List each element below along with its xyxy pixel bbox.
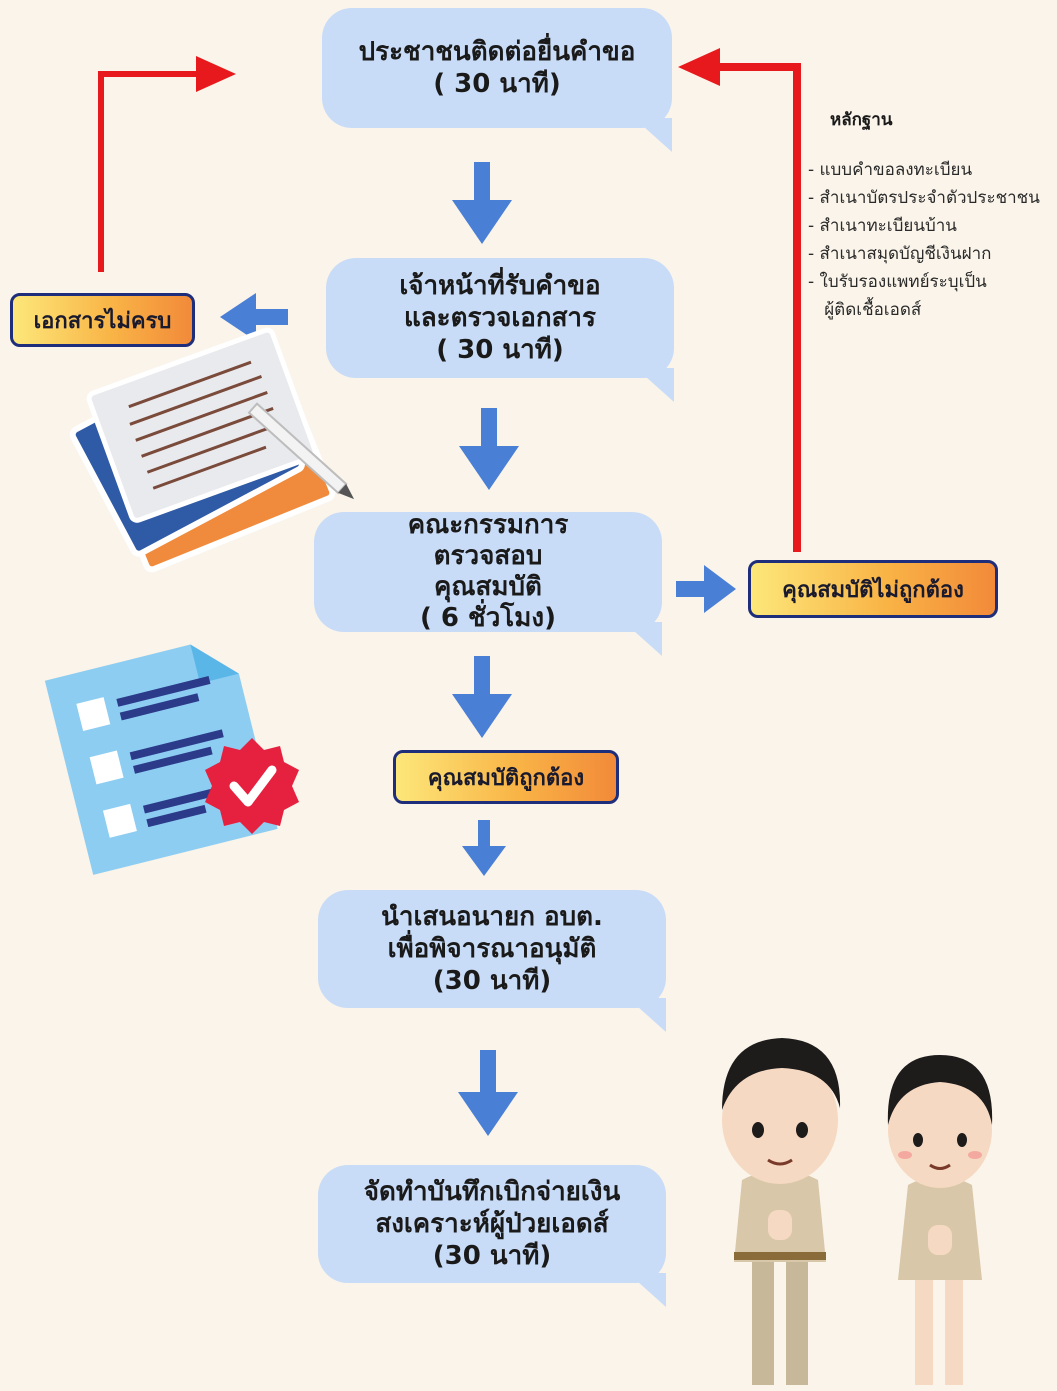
- step-disbursement: จัดทำบันทึกเบิกจ่ายเงิน สงเคราะห์ผู้ป่วย…: [318, 1165, 666, 1307]
- step-line: ประชาชนติดต่อยื่นคำขอ: [358, 37, 636, 67]
- return-arrow-not-qualified: [716, 63, 801, 552]
- step-propose-approval: นำเสนอนายก อบต. เพื่อพิจารณาอนุมัติ (30 …: [318, 890, 666, 1032]
- step-line: เจ้าหน้าที่รับคำขอ: [399, 271, 601, 301]
- step-submit-request: ประชาชนติดต่อยื่นคำขอ ( 30 นาที): [322, 8, 672, 152]
- evidence-item: ผู้ติดเชื้อเอดส์: [808, 300, 922, 320]
- evidence-item: - สำเนาบัตรประจำตัวประชาชน: [808, 188, 1040, 208]
- evidence-title: หลักฐาน: [830, 110, 893, 130]
- step-line: เพื่อพิจารณาอนุมัติ: [387, 934, 597, 964]
- female-official-icon: [887, 1055, 993, 1385]
- evidence-item: - สำเนาสมุดบัญชีเงินฝาก: [808, 244, 992, 264]
- arrow-down-icon: [462, 820, 506, 876]
- step-line: ( 6 ชั่วโมง): [419, 603, 556, 633]
- step-committee-review: คณะกรรมการ ตรวจสอบ คุณสมบัติ ( 6 ชั่วโมง…: [314, 510, 662, 656]
- evidence-list: - แบบคำขอลงทะเบียน - สำเนาบัตรประจำตัวปร…: [808, 156, 1040, 324]
- badge-label: คุณสมบัติถูกต้อง: [427, 765, 585, 791]
- badge-label: เอกสารไม่ครบ: [33, 308, 172, 334]
- step-line: ( 30 นาที): [436, 335, 564, 365]
- step-line: คุณสมบัติ: [434, 572, 542, 602]
- step-line: จัดทำบันทึกเบิกจ่ายเงิน: [363, 1177, 621, 1207]
- evidence-item: - ใบรับรองแพทย์ระบุเป็น: [808, 272, 987, 292]
- return-arrow-incomplete: [98, 71, 200, 272]
- step-line: สงเคราะห์ผู้ป่วยเอดส์: [375, 1209, 609, 1239]
- evidence-item: - สำเนาทะเบียนบ้าน: [808, 216, 957, 236]
- male-official-icon: [722, 1038, 841, 1385]
- step-line: (30 นาที): [432, 1241, 552, 1271]
- step-line: ( 30 นาที): [433, 69, 561, 99]
- arrow-down-icon: [459, 408, 519, 490]
- step-line: (30 นาที): [432, 966, 552, 996]
- step-receive-check: เจ้าหน้าที่รับคำขอ และตรวจเอกสาร ( 30 นา…: [326, 258, 674, 402]
- badge-not-qualified: คุณสมบัติไม่ถูกต้อง: [748, 560, 998, 618]
- step-line: นำเสนอนายก อบต.: [381, 902, 603, 932]
- return-arrowhead-not-qualified: [678, 48, 720, 86]
- arrow-left-icon: [220, 293, 288, 341]
- arrow-right-icon: [676, 565, 736, 613]
- arrow-down-icon: [452, 656, 512, 738]
- arrow-down-icon: [452, 162, 512, 244]
- evidence-item: - แบบคำขอลงทะเบียน: [808, 160, 973, 180]
- step-line: และตรวจเอกสาร: [403, 303, 597, 333]
- badge-qualified: คุณสมบัติถูกต้อง: [393, 750, 619, 804]
- return-arrowhead-incomplete: [196, 56, 236, 92]
- badge-label: คุณสมบัติไม่ถูกต้อง: [782, 577, 964, 603]
- step-line: คณะกรรมการ: [407, 510, 569, 540]
- step-line: ตรวจสอบ: [433, 541, 543, 571]
- badge-incomplete-docs: เอกสารไม่ครบ: [10, 293, 195, 347]
- arrow-down-icon: [458, 1050, 518, 1136]
